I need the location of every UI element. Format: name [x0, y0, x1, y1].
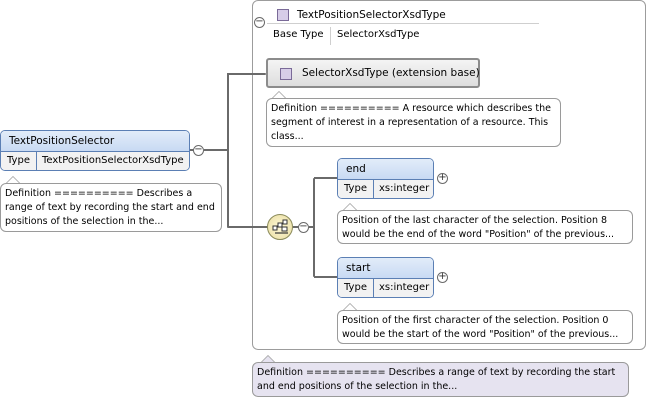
connector-children-trunk — [313, 178, 315, 277]
connector-to-sequence — [228, 226, 268, 228]
connector-to-base — [228, 73, 266, 75]
extension-base-icon — [280, 68, 292, 80]
sequence-compositor[interactable] — [267, 214, 293, 240]
complex-type-icon — [277, 9, 289, 21]
complex-type-frame: TextPositionSelectorXsdType Base Type Se… — [252, 0, 646, 350]
child-end-name: end — [338, 159, 433, 179]
root-element-doc: Definition ========== Describes a range … — [0, 183, 222, 232]
base-type-value: SelectorXsdType — [337, 29, 420, 40]
start-doc-pointer — [343, 303, 357, 310]
child-end-doc: Position of the last character of the se… — [337, 210, 633, 244]
child-start-type-value: xs:integer — [379, 282, 430, 293]
root-element-type-value: TextPositionSelectorXsdType — [42, 155, 184, 166]
child-start-type-key: Type — [344, 282, 367, 293]
connector-base-curve — [227, 73, 229, 85]
root-element-collapse-toggle[interactable]: − — [193, 144, 204, 156]
complex-type-doc-pointer — [261, 355, 275, 362]
complex-type-title: TextPositionSelectorXsdType — [297, 9, 446, 21]
base-type-divider — [330, 27, 331, 45]
child-start-doc: Position of the first character of the s… — [337, 310, 633, 344]
extension-base-label: SelectorXsdType (extension base) — [302, 67, 480, 79]
connector-seq-to-children — [309, 226, 314, 228]
child-end-type-divider — [373, 180, 374, 198]
extension-doc-pointer — [272, 91, 286, 98]
root-doc-pointer — [6, 176, 20, 183]
child-end-type-value: xs:integer — [379, 183, 430, 194]
child-end-type-key: Type — [344, 183, 367, 194]
complex-type-collapse-toggle[interactable]: − — [254, 16, 265, 28]
base-type-key: Base Type — [273, 29, 324, 40]
root-element-box[interactable]: TextPositionSelector Type TextPositionSe… — [0, 130, 190, 171]
extension-base-doc: Definition ========== A resource which d… — [266, 98, 561, 147]
sequence-collapse-toggle[interactable]: − — [298, 221, 309, 233]
connector-root-to-trunk — [204, 149, 228, 151]
child-start-type-divider — [373, 279, 374, 297]
root-element-type-key: Type — [7, 155, 30, 166]
child-start-expand-toggle[interactable]: + — [437, 271, 448, 283]
root-element-type-divider — [36, 152, 37, 170]
end-doc-pointer — [343, 203, 357, 210]
sequence-icon — [272, 219, 288, 234]
connector-seq-out — [293, 226, 299, 228]
child-end-type-row: Type xs:integer — [338, 179, 433, 198]
root-element-name: TextPositionSelector — [1, 131, 189, 151]
child-end-expand-toggle[interactable]: + — [437, 172, 448, 184]
connector-to-end — [314, 177, 337, 179]
child-element-end[interactable]: end Type xs:integer — [337, 158, 434, 199]
root-element-type-row: Type TextPositionSelectorXsdType — [1, 151, 189, 170]
connector-to-start — [314, 276, 337, 278]
child-start-name: start — [338, 258, 433, 278]
child-element-start[interactable]: start Type xs:integer — [337, 257, 434, 298]
connector-trunk — [227, 82, 229, 228]
complex-type-separator — [267, 23, 539, 24]
child-start-type-row: Type xs:integer — [338, 278, 433, 297]
extension-base-box[interactable]: SelectorXsdType (extension base) — [266, 58, 480, 88]
complex-type-doc: Definition ========== Describes a range … — [252, 362, 629, 397]
complex-type-header: TextPositionSelectorXsdType Base Type Se… — [253, 1, 645, 49]
